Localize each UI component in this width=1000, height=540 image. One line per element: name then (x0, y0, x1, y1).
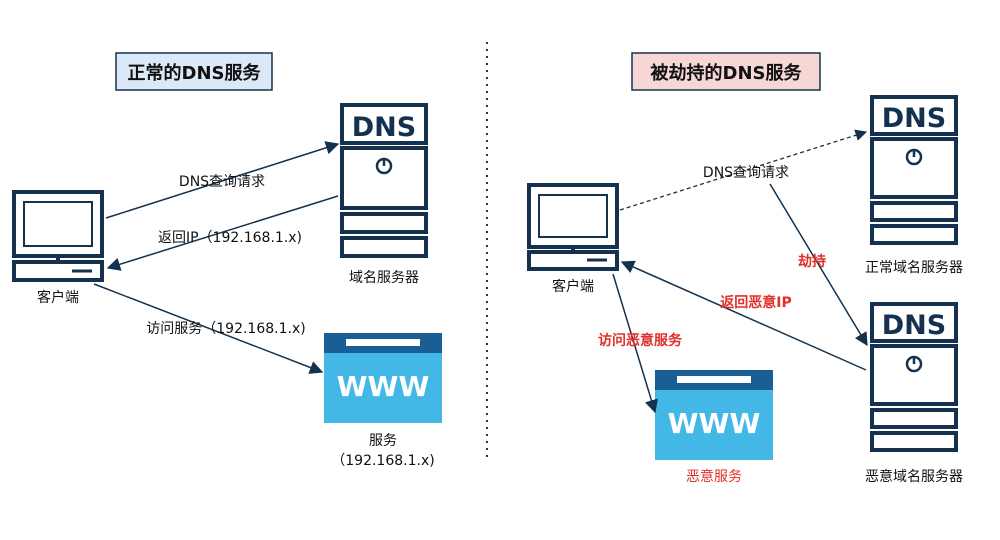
left-web-label: 服务 (369, 433, 397, 449)
right-title: 被劫持的DNS服务 (651, 62, 803, 84)
left-visit-label: 访问服务（192.168.1.x) (146, 321, 305, 337)
right-normal-server-logo: DNS (882, 103, 946, 134)
left-visit-arrow (93, 283, 324, 374)
right-web-service-icon: WWW (655, 370, 773, 460)
right-evil-power-icon (905, 355, 923, 373)
right-query-arrow (619, 129, 868, 211)
left-web-ip: （192.168.1.x) (331, 453, 434, 469)
left-title: 正常的DNS服务 (128, 62, 262, 84)
left-server-logo: DNS (352, 112, 416, 143)
left-dns-server-icon: DNS (340, 103, 428, 258)
right-panel: 被劫持的DNS服务 客户端 DNS 正常域名服务器 DNS (527, 52, 963, 485)
right-reply-label: 返回恶意IP (720, 294, 791, 311)
left-server-label: 域名服务器 (349, 270, 419, 286)
right-reply-arrow (620, 260, 867, 371)
right-web-label: 恶意服务 (686, 468, 742, 485)
right-evil-server-logo: DNS (882, 310, 946, 341)
left-power-icon (375, 157, 393, 175)
right-client-label: 客户端 (552, 278, 594, 295)
right-evil-server-label: 恶意域名服务器 (865, 468, 963, 485)
right-visit-label: 访问恶意服务 (598, 332, 683, 349)
right-evil-dns-server-icon: DNS (870, 302, 958, 452)
right-hijack-arrow (769, 183, 868, 347)
right-visit-arrow (612, 273, 658, 414)
right-normal-power-icon (905, 148, 923, 166)
left-reply-arrow (106, 195, 339, 271)
right-web-logo: WWW (668, 407, 761, 440)
left-client-computer-icon (12, 190, 104, 282)
right-client-computer-icon (527, 183, 619, 271)
left-reply-label: 返回IP（192.168.1.x) (158, 230, 302, 246)
left-title-box (115, 52, 273, 91)
left-web-logo: WWW (337, 370, 430, 403)
right-title-box (631, 52, 821, 91)
right-normal-server-label: 正常域名服务器 (865, 260, 963, 276)
right-query-label: DNS查询请求 (703, 165, 789, 181)
left-web-service-icon: WWW (324, 333, 442, 423)
left-query-label: DNS查询请求 (179, 174, 265, 190)
right-normal-dns-server-icon: DNS (870, 95, 958, 245)
left-panel: 正常的DNS服务 客户端 DNS 域名服务器 (12, 52, 442, 469)
right-hijack-label: 劫持 (798, 253, 826, 270)
left-client-label: 客户端 (37, 289, 79, 306)
left-query-arrow (105, 141, 340, 219)
